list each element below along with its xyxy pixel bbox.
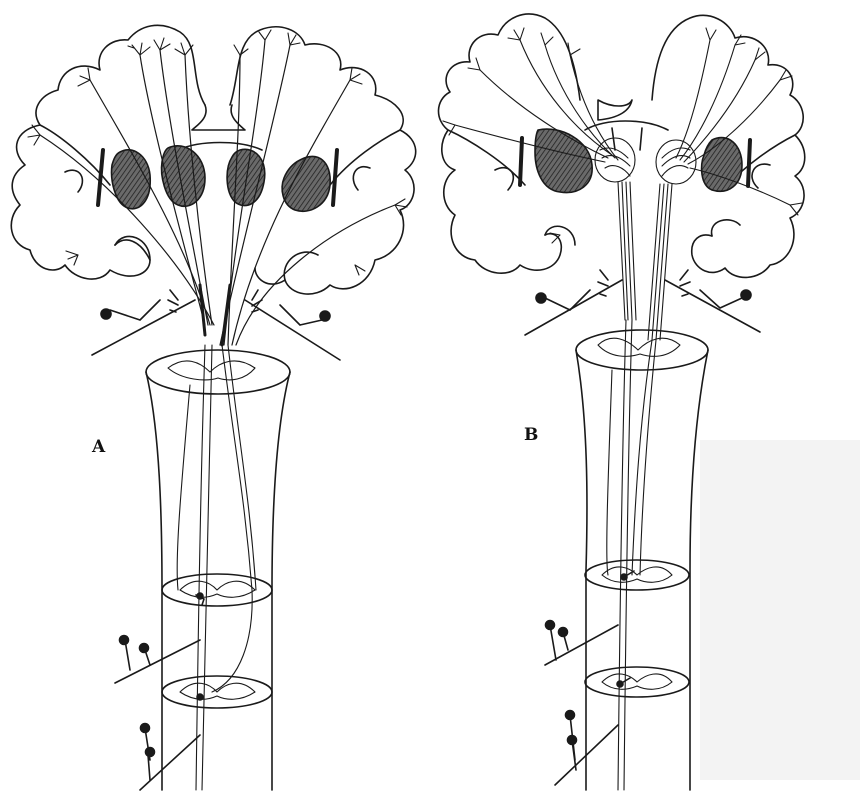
panel-b-section-1-grey xyxy=(602,567,672,582)
panel-a-bar-left xyxy=(98,150,103,205)
panel-a-curl-right xyxy=(284,252,318,280)
panel-b-terminals xyxy=(443,28,802,243)
panel-b-cerebral-peduncles xyxy=(618,182,672,340)
panel-b-nerve-left-branch xyxy=(545,290,590,310)
panel-b-fornix xyxy=(612,128,642,150)
panel-b-ganglion-left xyxy=(535,129,592,192)
panel-a-spinal-ganglion-2 xyxy=(140,644,149,653)
panel-a-synapse-cell-1 xyxy=(197,593,203,599)
panel-a-cord-top xyxy=(146,350,290,394)
panel-a-spinal-ganglion-1 xyxy=(120,636,129,645)
panel-a-ganglion-4 xyxy=(282,156,330,211)
panel-b-spinal-ganglion-4 xyxy=(568,736,577,745)
panel-a-sylvian-right xyxy=(353,167,370,190)
panel-a-ganglion-knob-left xyxy=(101,309,111,319)
panel-a-spinal-nerve-1 xyxy=(115,640,200,683)
panel-a-curl-left xyxy=(115,236,150,260)
panel-b-thalamic-nuclei xyxy=(595,138,696,184)
panel-b-cord-side-left xyxy=(576,350,587,790)
panel-b-sylvian-right xyxy=(752,164,770,188)
panel-b-bar-right xyxy=(748,140,750,186)
panel-a-cord-side-right xyxy=(272,372,290,790)
panel-b-descending-tracts xyxy=(607,320,656,790)
panel-b-ganglion-knob-left xyxy=(536,293,546,303)
panel-a-nerve-right-branch xyxy=(280,305,322,325)
panel-b-label: B xyxy=(524,425,538,445)
panel-a-ganglion-1 xyxy=(112,150,151,209)
panel-a-spinal-ganglion-3 xyxy=(141,724,150,733)
panel-b-curl-right xyxy=(712,220,740,236)
panel-a-fiber-tracts xyxy=(40,40,395,345)
panel-a-ventricle xyxy=(192,105,245,130)
scan-shading xyxy=(700,440,860,780)
panel-a-sylvian-left xyxy=(65,170,82,192)
panel-a-bar-right xyxy=(333,150,337,205)
panel-b-ganglion-knob-right xyxy=(741,290,751,300)
panel-a-synapse-cell-2 xyxy=(197,694,203,700)
panel-b-section-2-grey xyxy=(602,674,672,689)
panel-b-spinal-ganglion-1 xyxy=(546,621,555,630)
panel-a-root-right xyxy=(252,290,262,312)
panel-b-spinal-ganglion-2 xyxy=(559,628,568,637)
panel-a-label: A xyxy=(92,437,105,457)
panel-a-temporal-right xyxy=(330,130,400,185)
panel-b-cord-top xyxy=(576,330,708,370)
panel-b-nerve-right xyxy=(665,280,760,332)
panel-a-nerve-right xyxy=(245,300,340,360)
panel-b-sylvian-left xyxy=(495,168,513,190)
panel-a-descending-tracts xyxy=(177,345,256,790)
panel-b-spinal-ganglion-3 xyxy=(566,711,575,720)
panel-b-ganglion-right xyxy=(702,138,742,192)
panel-b-cord-butterfly xyxy=(598,338,680,356)
panel-a-spinal-ganglion-4 xyxy=(146,748,155,757)
panel-a-nerve-left xyxy=(92,300,195,355)
panel-a-section-1-grey xyxy=(180,581,255,597)
panel-b-bar-left xyxy=(520,138,522,185)
panel-b-nerve-right-branch xyxy=(700,290,742,308)
panel-a-nerve-left-branch xyxy=(110,300,160,320)
panel-a-section-2-grey xyxy=(180,683,255,699)
panel-a-root-left xyxy=(168,290,178,312)
panel-b-ventricle xyxy=(598,100,632,120)
panel-a-diagram xyxy=(11,25,415,790)
panel-a-ganglion-knob-right xyxy=(320,311,330,321)
